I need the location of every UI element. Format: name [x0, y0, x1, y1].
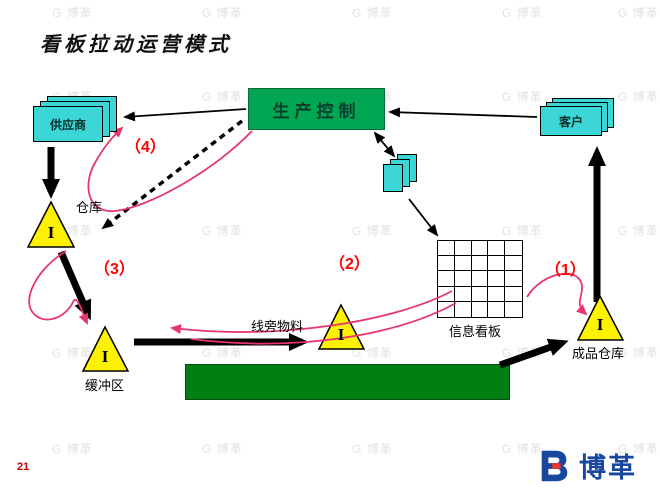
watermark: G 博革: [202, 442, 243, 456]
info-board-cell: [505, 241, 522, 257]
buffer-inventory-symbol: I: [101, 347, 109, 366]
page-title: 看板拉动运营模式: [40, 34, 232, 56]
info-board-cell: [471, 286, 489, 302]
watermark: G 博革: [352, 442, 393, 456]
watermark: G 博革: [618, 442, 659, 456]
info-board-cell: [438, 301, 455, 317]
supplier-card-stack: 供应商: [33, 96, 119, 146]
watermark: G 博革: [52, 346, 93, 360]
watermark: G 博革: [52, 6, 93, 20]
customer-card-stack: 客户: [540, 98, 616, 140]
finished-goods-label: 成品仓库: [572, 346, 625, 361]
pull-loop-1: [526, 272, 588, 316]
kanban-card-front: [383, 164, 403, 192]
pull-loop-4: [87, 126, 253, 212]
watermark: G 博革: [52, 442, 93, 456]
info-board-cell: [454, 241, 472, 257]
arrow-control-kanban-cards: [373, 131, 396, 158]
pull-loop-3: [28, 250, 89, 325]
info-board-cell: [488, 286, 506, 302]
warehouse-label: 仓库: [76, 200, 103, 215]
watermark: G 博革: [618, 6, 659, 20]
warehouse-inventory-symbol: I: [47, 223, 55, 242]
brand-logo: 博革: [536, 446, 637, 485]
info-board-cell: [488, 256, 506, 272]
info-board-cell: [471, 256, 489, 272]
arrow-warehouse-to-buffer: [57, 250, 92, 321]
buffer-label: 缓冲区: [85, 378, 125, 393]
page-number: 21: [17, 461, 30, 473]
watermark: G 博革: [502, 6, 543, 20]
info-board-cell: [454, 286, 472, 302]
watermark: G 博革: [352, 224, 393, 238]
supplier-label: 供应商: [49, 117, 86, 132]
lineside-label: 线旁物料: [251, 319, 304, 334]
watermark: G 博革: [618, 346, 659, 360]
info-board-cell: [454, 256, 472, 272]
arrow-cards-to-board: [408, 198, 439, 237]
info-board-cell: [454, 271, 472, 287]
watermark: G 博革: [352, 6, 393, 20]
pull-loop-2: [170, 290, 453, 335]
watermark: G 博革: [502, 90, 543, 104]
info-board-cell: [471, 241, 489, 257]
production-control-box: 生产控制: [248, 88, 385, 130]
warehouse-triangle: [26, 200, 76, 248]
info-board-cell: [438, 286, 455, 302]
lineside-inventory-symbol: I: [337, 325, 345, 344]
pull-loop-2b: [190, 302, 457, 345]
production-line-bar: [185, 364, 510, 400]
info-board-label: 信息看板: [449, 324, 502, 339]
info-board-cell: [471, 271, 489, 287]
step-label-4: （4）: [125, 139, 166, 156]
step-label-1: （1）: [545, 262, 586, 279]
kanban-card-stack: [383, 154, 419, 194]
arrow-control-to-supplier: [123, 108, 247, 122]
watermark: G 博革: [202, 224, 243, 238]
info-board-cell: [472, 301, 489, 317]
watermark: G 博革: [202, 346, 243, 360]
production-control-label: 生产控制: [272, 101, 361, 121]
info-board-cell: [505, 271, 522, 287]
info-board-cell: [505, 256, 522, 272]
step-label-2: （2）: [329, 256, 370, 273]
info-board-cell: [438, 241, 455, 257]
info-board-cell: [438, 271, 455, 287]
watermark: G 博革: [502, 224, 543, 238]
step-label-3: （3）: [94, 261, 135, 278]
buffer-triangle: [81, 325, 130, 372]
watermark: G 博革: [618, 224, 659, 238]
arrow-line-to-finished: [498, 338, 569, 369]
info-board-cell: [438, 256, 455, 272]
finished-goods-inventory-symbol: I: [596, 315, 604, 334]
info-board-cell: [455, 301, 472, 317]
customer-card-front: 客户: [540, 106, 602, 136]
watermark: G 博革: [202, 90, 243, 104]
brand-logo-text: 博革: [579, 453, 637, 483]
dotted-info-flow: [101, 119, 244, 230]
customer-label: 客户: [558, 114, 583, 129]
watermark: G 博革: [502, 442, 543, 456]
watermark: G 博革: [618, 90, 659, 104]
brand-logo-mark: [541, 450, 568, 481]
lineside-triangle: [317, 303, 366, 350]
info-board-cell: [505, 287, 522, 302]
info-board-cell: [488, 241, 506, 257]
watermark: G 博革: [202, 6, 243, 20]
info-board-cell: [488, 301, 506, 317]
finished-goods-triangle: [576, 294, 625, 341]
arrow-customer-to-control: [388, 107, 538, 118]
info-board-cell: [488, 271, 506, 287]
supplier-card-front: 供应商: [33, 106, 103, 142]
